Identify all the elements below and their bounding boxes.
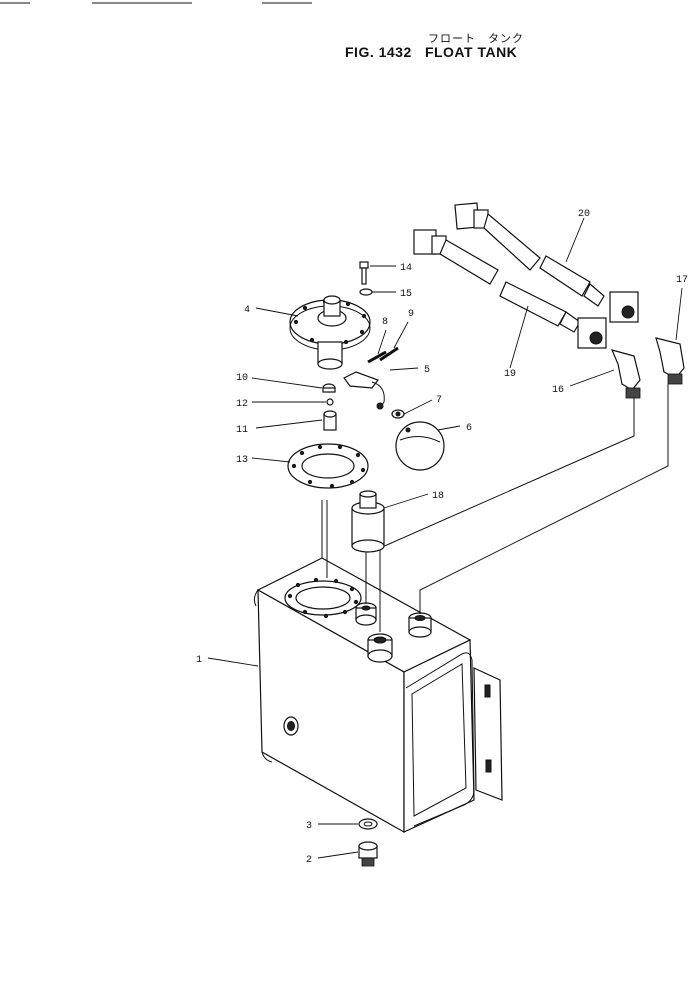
callout-17: 17 [676, 275, 688, 286]
tank-boss-return [408, 612, 432, 638]
callout-19: 19 [504, 369, 516, 380]
tank-boss-filler [367, 633, 393, 663]
callout-8: 8 [382, 317, 388, 328]
tank-body [253, 557, 503, 834]
assembly-lines [321, 384, 669, 632]
callout-13: 13 [236, 455, 248, 466]
tank-flange-bolt-holes [287, 577, 359, 619]
callout-5: 5 [424, 365, 430, 376]
nut-7 [391, 409, 405, 419]
callout-11: 11 [236, 425, 248, 436]
callout-14: 14 [400, 263, 412, 274]
callout-15: 15 [400, 289, 412, 300]
spacer-11 [323, 410, 337, 431]
lever-bracket [343, 371, 385, 410]
plug-2 [358, 841, 378, 867]
callout-6: 6 [466, 423, 472, 434]
washer-3 [358, 818, 378, 830]
figure-name: FLOAT TANK [424, 44, 518, 60]
callout-18: 18 [432, 491, 444, 502]
nut-10 [322, 383, 336, 393]
leader-lines [207, 217, 683, 859]
callout-4: 4 [244, 305, 250, 316]
tank-boss-small [355, 602, 377, 626]
hose-19 [413, 229, 607, 349]
elbow-16 [610, 349, 641, 399]
callout-7: 7 [436, 395, 442, 406]
callout-2: 2 [306, 855, 312, 866]
callout-9: 9 [408, 309, 414, 320]
callout-3: 3 [306, 821, 312, 832]
callout-16: 16 [552, 385, 564, 396]
callout-12: 12 [236, 399, 248, 410]
float-switch-flange [289, 295, 371, 370]
filler-cap [351, 490, 385, 553]
callout-1: 1 [196, 655, 202, 666]
callout-labels: 1 2 3 4 5 6 7 8 9 10 12 11 13 14 15 16 1… [196, 209, 688, 866]
tank-side-port [283, 716, 299, 736]
hose-20 [454, 202, 639, 323]
gasket [287, 443, 369, 489]
figure-number: FIG. 1432 [345, 44, 412, 60]
title-japanese: フロート タンク [428, 32, 524, 45]
float-ball [395, 421, 445, 471]
bolt [359, 261, 369, 285]
callout-20: 20 [578, 209, 590, 220]
washer-12 [326, 398, 334, 406]
elbow-17 [655, 337, 685, 385]
callout-10: 10 [236, 373, 248, 384]
pins [367, 346, 399, 364]
lock-washer [359, 288, 373, 296]
figure-title: FIG. 1432 FLOAT TANK [345, 44, 517, 60]
